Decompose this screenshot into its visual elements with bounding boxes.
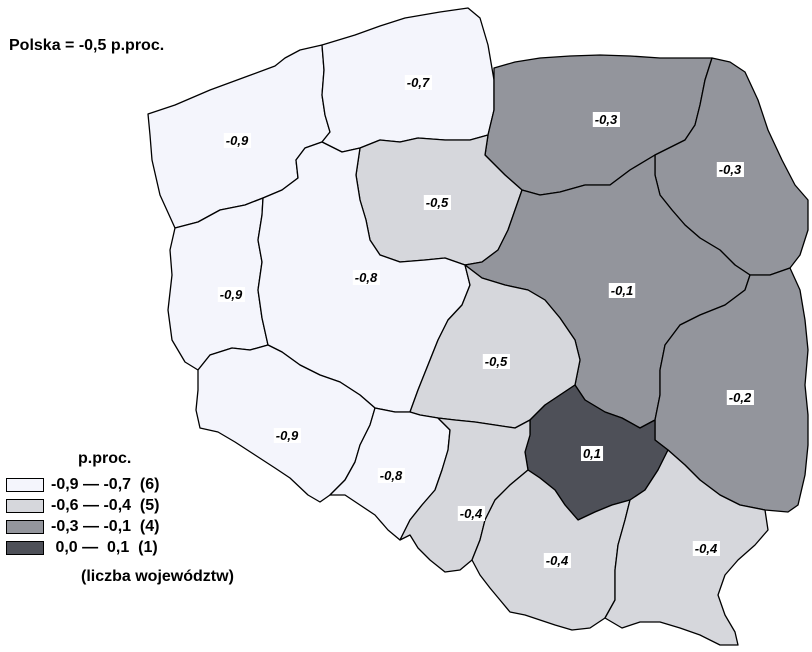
- map-title: Polska = -0,5 p.proc.: [9, 37, 165, 54]
- region-label-background: [352, 270, 380, 285]
- legend-item: -0,6 — -0,4 (5): [6, 495, 234, 516]
- legend-title: p.proc.: [78, 450, 132, 467]
- legend-swatch: [6, 519, 44, 534]
- region-label-background: [404, 75, 432, 90]
- legend-label: 0,0 — 0,1 (1): [51, 538, 158, 556]
- region-value-label: -0,9: [276, 428, 299, 443]
- legend: p.proc. -0,9 — -0,7 (6) -0,6 — -0,4 (5) …: [6, 450, 234, 586]
- legend-swatch: [6, 498, 44, 513]
- region-label-background: [377, 468, 405, 483]
- region-value-label: -0,4: [695, 541, 718, 556]
- legend-swatch: [6, 540, 44, 555]
- region-value-label: -0,2: [729, 390, 752, 405]
- legend-swatch: [6, 477, 44, 492]
- region-value-label: -0,9: [226, 133, 249, 148]
- region-label-background: [716, 162, 744, 177]
- region-value-label: -0,3: [595, 112, 618, 127]
- region-value-label: -0,8: [355, 270, 378, 285]
- region-label-background: [223, 133, 251, 148]
- region-label-background: [726, 390, 754, 405]
- region-label-background: [423, 195, 451, 210]
- region-label-background: [592, 112, 620, 127]
- legend-label: -0,9 — -0,7 (6): [51, 475, 160, 493]
- region-value-label: 0,1: [583, 446, 601, 461]
- region-value-label: -0,5: [485, 354, 508, 369]
- region-podkarpackie[interactable]: [604, 449, 769, 646]
- region-value-label: -0,1: [611, 283, 633, 298]
- region-malopolskie[interactable]: [471, 469, 631, 631]
- region-value-label: -0,5: [426, 195, 449, 210]
- region-label-background: [543, 553, 571, 568]
- region-label-background: [692, 541, 720, 556]
- region-label-background: [580, 446, 604, 461]
- region-value-label: -0,8: [380, 468, 403, 483]
- legend-item: -0,9 — -0,7 (6): [6, 474, 234, 495]
- region-label-background: [217, 287, 245, 302]
- region-value-label: -0,9: [220, 287, 243, 302]
- region-label-background: [608, 283, 636, 298]
- region-value-label: -0,4: [546, 553, 569, 568]
- region-label-background: [273, 428, 301, 443]
- region-value-label: -0,4: [460, 506, 483, 521]
- region-label-background: [482, 354, 510, 369]
- legend-item: 0,0 — 0,1 (1): [6, 537, 234, 558]
- legend-note: (liczba województw): [81, 568, 234, 585]
- legend-item: -0,3 — -0,1 (4): [6, 516, 234, 537]
- region-value-label: -0,3: [719, 162, 742, 177]
- region-value-label: -0,7: [407, 75, 430, 90]
- legend-label: -0,6 — -0,4 (5): [51, 496, 160, 514]
- region-label-background: [457, 506, 485, 521]
- legend-label: -0,3 — -0,1 (4): [51, 517, 160, 535]
